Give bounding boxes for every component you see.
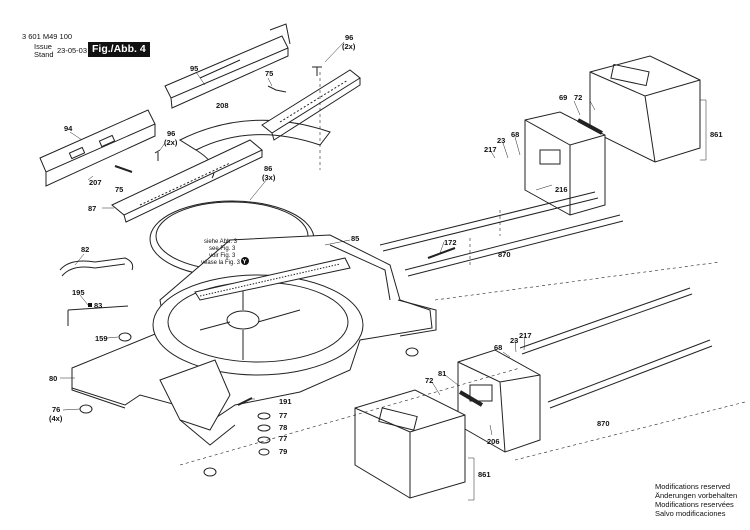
- label-85: 85: [351, 234, 359, 243]
- pin-69: [577, 118, 603, 135]
- label-76-qty: (4x): [49, 414, 63, 423]
- label-75b: 75: [115, 185, 123, 194]
- label-75a: 75: [265, 69, 273, 78]
- modifications-es: Salvo modificaciones: [655, 509, 726, 518]
- label-861a: 861: [710, 130, 723, 139]
- label-86: 86: [264, 164, 272, 173]
- leader-lines: [60, 41, 707, 501]
- guide-rods-870-upper: [379, 191, 624, 277]
- see-note-fr: voir Fig. 3: [209, 253, 236, 259]
- label-217a: 217: [484, 145, 497, 154]
- label-96a: 96: [345, 33, 353, 42]
- label-861b: 861: [478, 470, 491, 479]
- ruler-strip-upper: [261, 69, 361, 141]
- part-159: [118, 332, 132, 342]
- label-172: 172: [444, 238, 457, 247]
- fence-part-94: [39, 109, 156, 187]
- foot-76b: [203, 467, 217, 477]
- ruler-strip-87: [111, 139, 263, 223]
- guide-rods-870-lower: [519, 287, 713, 409]
- label-870a: 870: [498, 250, 511, 259]
- end-plate-216: [524, 111, 606, 216]
- issue-label: Issue: [34, 42, 52, 51]
- screw-96a: [312, 66, 322, 76]
- label-208: 208: [216, 101, 229, 110]
- label-87: 87: [88, 204, 96, 213]
- label-191: 191: [279, 397, 292, 406]
- issue-date: 23-05-03: [57, 46, 88, 55]
- marker-square-83: [88, 303, 92, 307]
- label-23b: 23: [510, 336, 518, 345]
- label-72a: 72: [574, 93, 582, 102]
- saw-base-assembly: [71, 234, 437, 446]
- label-159: 159: [95, 334, 108, 343]
- hex-key-195: [67, 305, 129, 326]
- label-96a-qty: (2x): [342, 42, 356, 51]
- see-note-marker-letter: Y: [243, 260, 247, 266]
- label-79: 79: [279, 447, 287, 456]
- label-76: 76: [52, 405, 60, 414]
- label-77a: 77: [279, 411, 287, 420]
- label-81: 81: [438, 369, 446, 378]
- screw-75b: [114, 165, 133, 173]
- see-note-es: véase la Fig. 3: [201, 260, 241, 266]
- foot-76c: [405, 347, 419, 357]
- pin-172: [427, 247, 456, 259]
- assembly-lines: [179, 72, 746, 466]
- document-number: 3 601 M49 100: [22, 32, 73, 41]
- modifications-fr: Modifications reservées: [655, 500, 734, 509]
- label-216: 216: [555, 185, 568, 194]
- label-96b: 96: [167, 129, 175, 138]
- foot-76: [79, 404, 93, 414]
- label-86-qty: (3x): [262, 173, 276, 182]
- see-note-en: see Fig. 3: [209, 246, 236, 252]
- label-195: 195: [72, 288, 85, 297]
- see-note-marker: [241, 257, 249, 265]
- screw-191: [237, 397, 253, 406]
- see-note-de: siehe Abb. 3: [204, 239, 238, 245]
- label-72b: 72: [425, 376, 433, 385]
- washers-77-78-79: [257, 412, 271, 456]
- label-207: 207: [89, 178, 102, 187]
- label-94: 94: [64, 124, 73, 133]
- extension-housing-861-lower: [354, 389, 466, 499]
- extension-housing-861-upper: [589, 55, 701, 163]
- screw-96b: [154, 149, 161, 161]
- label-23a: 23: [497, 136, 505, 145]
- label-69: 69: [559, 93, 567, 102]
- stand-label: Stand: [34, 50, 54, 59]
- label-80: 80: [49, 374, 57, 383]
- label-96b-qty: (2x): [164, 138, 178, 147]
- lock-rod-82: [59, 257, 134, 277]
- figure-badge: Fig./Abb. 4: [88, 42, 150, 57]
- fence-part-95: [164, 23, 291, 109]
- label-83: 83: [94, 301, 102, 310]
- label-68b: 68: [494, 343, 502, 352]
- modifications-note: Modifications reserved Änderungen vorbeh…: [655, 482, 737, 518]
- label-68a: 68: [511, 130, 519, 139]
- screw-75a: [267, 85, 287, 93]
- label-77b: 77: [279, 434, 287, 443]
- modifications-de: Änderungen vorbehalten: [655, 491, 738, 500]
- modifications-en: Modifications reserved: [655, 482, 731, 491]
- label-95: 95: [190, 64, 198, 73]
- label-82: 82: [81, 245, 89, 254]
- label-217b: 217: [519, 331, 532, 340]
- label-78: 78: [279, 423, 287, 432]
- label-206: 206: [487, 437, 500, 446]
- pin-81: [458, 390, 484, 407]
- label-870b: 870: [597, 419, 610, 428]
